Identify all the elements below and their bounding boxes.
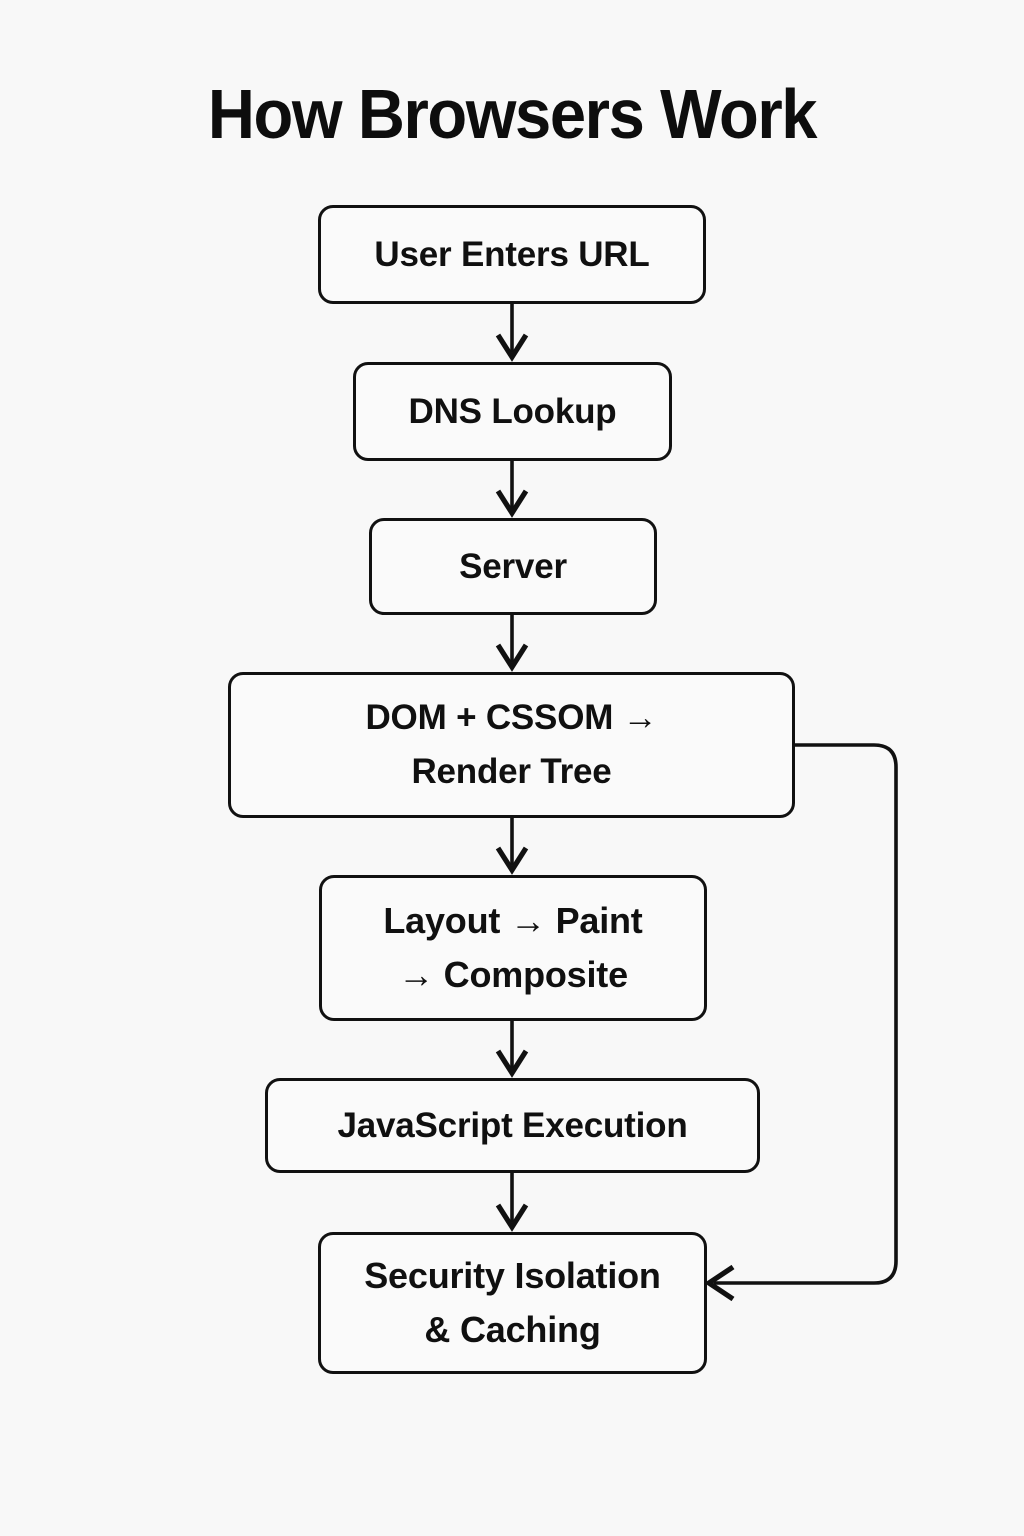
- edge-dns-to-server: [495, 461, 529, 518]
- edge-render-to-paint: [495, 818, 529, 875]
- node-label-line: User Enters URL: [374, 234, 650, 274]
- node-javascript-execution[interactable]: JavaScript Execution: [265, 1078, 760, 1173]
- node-label-group: DOM + CSSOM → Render Tree: [231, 691, 792, 799]
- node-label-line: → Composite: [398, 954, 628, 995]
- node-label-group: Server: [372, 546, 654, 588]
- node-dom-cssom-render-tree[interactable]: DOM + CSSOM → Render Tree: [228, 672, 795, 818]
- node-dns-lookup[interactable]: DNS Lookup: [353, 362, 672, 461]
- edge-server-to-render: [495, 615, 529, 672]
- node-label-line: Security Isolation: [364, 1255, 661, 1296]
- node-label-group: JavaScript Execution: [268, 1105, 757, 1147]
- node-layout-paint-composite[interactable]: Layout → Paint → Composite: [319, 875, 707, 1021]
- node-label-line: DOM + CSSOM →: [365, 698, 658, 737]
- edge-render-to-security-loop: [704, 743, 898, 1302]
- node-security-isolation-caching[interactable]: Security Isolation & Caching: [318, 1232, 707, 1374]
- node-label-group: Security Isolation & Caching: [321, 1249, 704, 1357]
- node-label-group: Layout → Paint → Composite: [322, 894, 704, 1002]
- node-user-enters-url[interactable]: User Enters URL: [318, 205, 706, 304]
- node-server[interactable]: Server: [369, 518, 657, 615]
- node-label-group: DNS Lookup: [356, 391, 669, 433]
- node-label-line: Server: [459, 546, 567, 586]
- node-label-line: Layout → Paint: [383, 900, 643, 941]
- node-label-line: Render Tree: [411, 752, 612, 791]
- edge-paint-to-js: [495, 1021, 529, 1078]
- node-label-line: DNS Lookup: [408, 391, 617, 431]
- edge-js-to-security: [495, 1173, 529, 1232]
- node-label-group: User Enters URL: [321, 234, 703, 276]
- edge-url-to-dns: [495, 304, 529, 362]
- node-label-line: & Caching: [424, 1309, 601, 1350]
- page-title: How Browsers Work: [207, 75, 818, 153]
- node-label-line: JavaScript Execution: [337, 1105, 688, 1145]
